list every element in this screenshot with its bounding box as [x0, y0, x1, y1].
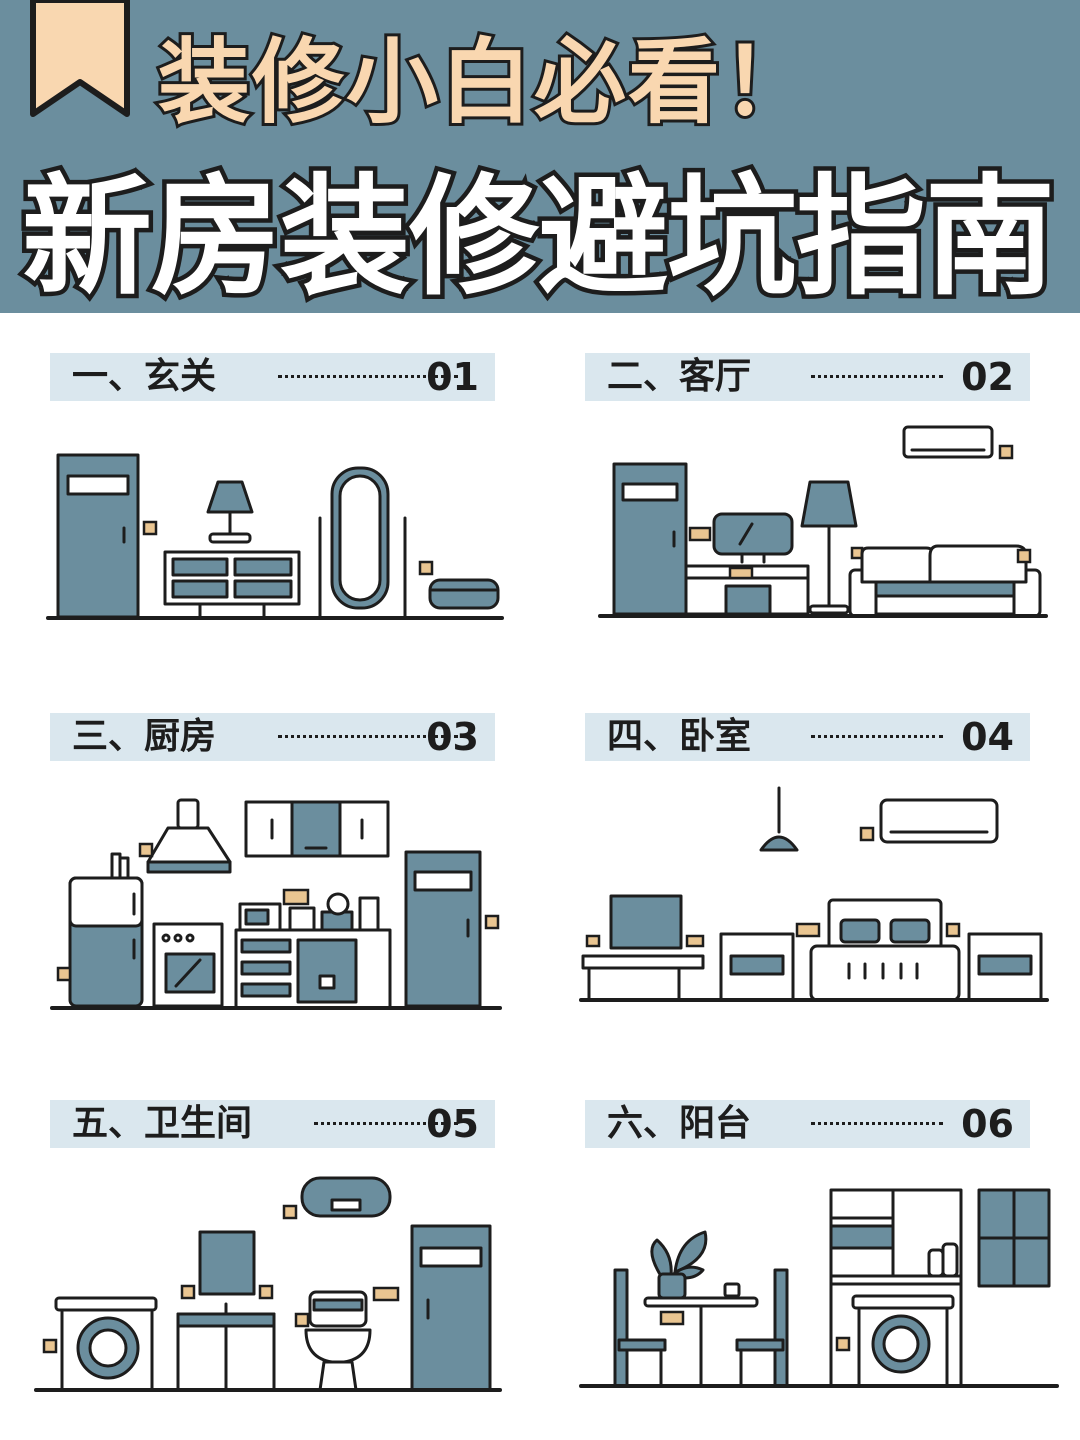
- tag-icon: [795, 922, 821, 938]
- shoe-cabinet-icon: [163, 550, 301, 618]
- tag-icon: [688, 526, 712, 542]
- door-icon: [612, 462, 688, 616]
- table-lamp-icon: [206, 480, 254, 544]
- section-number: 04: [961, 715, 1014, 759]
- chair-icon: [735, 1268, 789, 1388]
- washing-machine-icon: [54, 1296, 158, 1392]
- tv-icon: [609, 894, 683, 950]
- section-number: 06: [961, 1102, 1014, 1146]
- entryway-illustration: [46, 453, 504, 620]
- tag-icon: [142, 520, 158, 536]
- cup-icon: [723, 1282, 741, 1298]
- bed-icon: [809, 898, 961, 1002]
- section-number: 05: [426, 1102, 479, 1146]
- tag-icon: [138, 842, 154, 858]
- bathroom-illustration: [34, 1176, 502, 1392]
- nightstand-icon: [719, 932, 795, 1002]
- tag-icon: [418, 560, 434, 576]
- tag-icon: [56, 966, 72, 982]
- mirror-icon: [318, 466, 407, 619]
- tag-icon: [484, 914, 500, 930]
- section-label: 二、客厅: [607, 356, 752, 397]
- tv-icon: [712, 512, 794, 564]
- dotted-leader: [314, 1122, 458, 1125]
- section-label: 六、阳台: [607, 1103, 752, 1144]
- section-header-kitchen: 三、厨房 03: [50, 713, 495, 761]
- mirror-icon: [198, 1230, 256, 1296]
- chair-icon: [613, 1268, 667, 1388]
- kitchen-counter-icon: [234, 892, 392, 1010]
- tag-icon: [258, 1284, 274, 1300]
- range-hood-icon: [146, 798, 232, 874]
- foot-basin-icon: [428, 578, 500, 610]
- section-label: 一、玄关: [72, 356, 217, 397]
- air-conditioner-icon: [879, 798, 999, 844]
- header-banner: 装修小白必看！ 新房装修避坑指南: [0, 0, 1080, 318]
- section-number: 03: [426, 715, 479, 759]
- door-icon: [404, 850, 482, 1008]
- section-number: 02: [961, 355, 1014, 399]
- section-header-bathroom: 五、卫生间 05: [50, 1100, 495, 1148]
- nightstand-icon: [967, 932, 1043, 1002]
- bookmark-icon: [30, 0, 130, 117]
- tv-cabinet-icon: [684, 564, 810, 616]
- washing-machine-icon: [851, 1294, 955, 1388]
- page-subtitle: 装修小白必看！: [155, 26, 817, 139]
- tag-icon: [859, 826, 875, 842]
- air-conditioner-icon: [902, 425, 994, 459]
- tag-icon: [998, 444, 1014, 460]
- tv-stand-icon: [581, 954, 705, 1002]
- oven-icon: [152, 922, 224, 1008]
- pendant-light-icon: [759, 786, 799, 852]
- section-number: 01: [426, 355, 479, 399]
- section-header-entryway: 一、玄关 01: [50, 353, 495, 401]
- section-label: 五、卫生间: [72, 1103, 253, 1144]
- page-title: 新房装修避坑指南: [17, 157, 1059, 318]
- tag-icon: [180, 1284, 196, 1300]
- tag-icon: [685, 934, 705, 948]
- tag-icon: [42, 1338, 58, 1354]
- tag-icon: [372, 1286, 400, 1302]
- section-header-balcony: 六、阳台 06: [585, 1100, 1030, 1148]
- floor-lamp-icon: [800, 480, 858, 615]
- tag-icon: [835, 1336, 851, 1352]
- living-room-illustration: [598, 425, 1048, 618]
- window-icon: [977, 1188, 1051, 1288]
- section-label: 四、卧室: [607, 716, 752, 757]
- tag-icon: [282, 1204, 298, 1220]
- tag-icon: [282, 888, 310, 906]
- dotted-leader: [811, 375, 943, 378]
- dotted-leader: [278, 375, 458, 378]
- door-icon: [410, 1224, 492, 1392]
- tag-icon: [294, 1312, 310, 1328]
- tag-icon: [659, 1310, 685, 1326]
- dotted-leader: [811, 735, 943, 738]
- refrigerator-icon: [68, 852, 144, 1008]
- toilet-icon: [304, 1290, 372, 1392]
- wall-cabinet-icon: [244, 800, 390, 858]
- dotted-leader: [278, 735, 458, 738]
- sofa-icon: [848, 544, 1042, 618]
- tag-icon: [1016, 548, 1032, 564]
- section-header-living-room: 二、客厅 02: [585, 353, 1030, 401]
- tag-icon: [945, 922, 961, 938]
- kitchen-illustration: [50, 798, 502, 1010]
- section-header-bedroom: 四、卧室 04: [585, 713, 1030, 761]
- bedroom-illustration: [579, 786, 1049, 1002]
- potted-plant-icon: [650, 1230, 708, 1300]
- door-icon: [56, 453, 140, 619]
- section-label: 三、厨房: [72, 716, 217, 757]
- dotted-leader: [811, 1122, 943, 1125]
- water-heater-icon: [300, 1176, 392, 1218]
- bottle-icon: [927, 1242, 959, 1278]
- vanity-cabinet-icon: [176, 1302, 276, 1392]
- balcony-illustration: [579, 1188, 1059, 1388]
- tag-icon: [585, 934, 601, 948]
